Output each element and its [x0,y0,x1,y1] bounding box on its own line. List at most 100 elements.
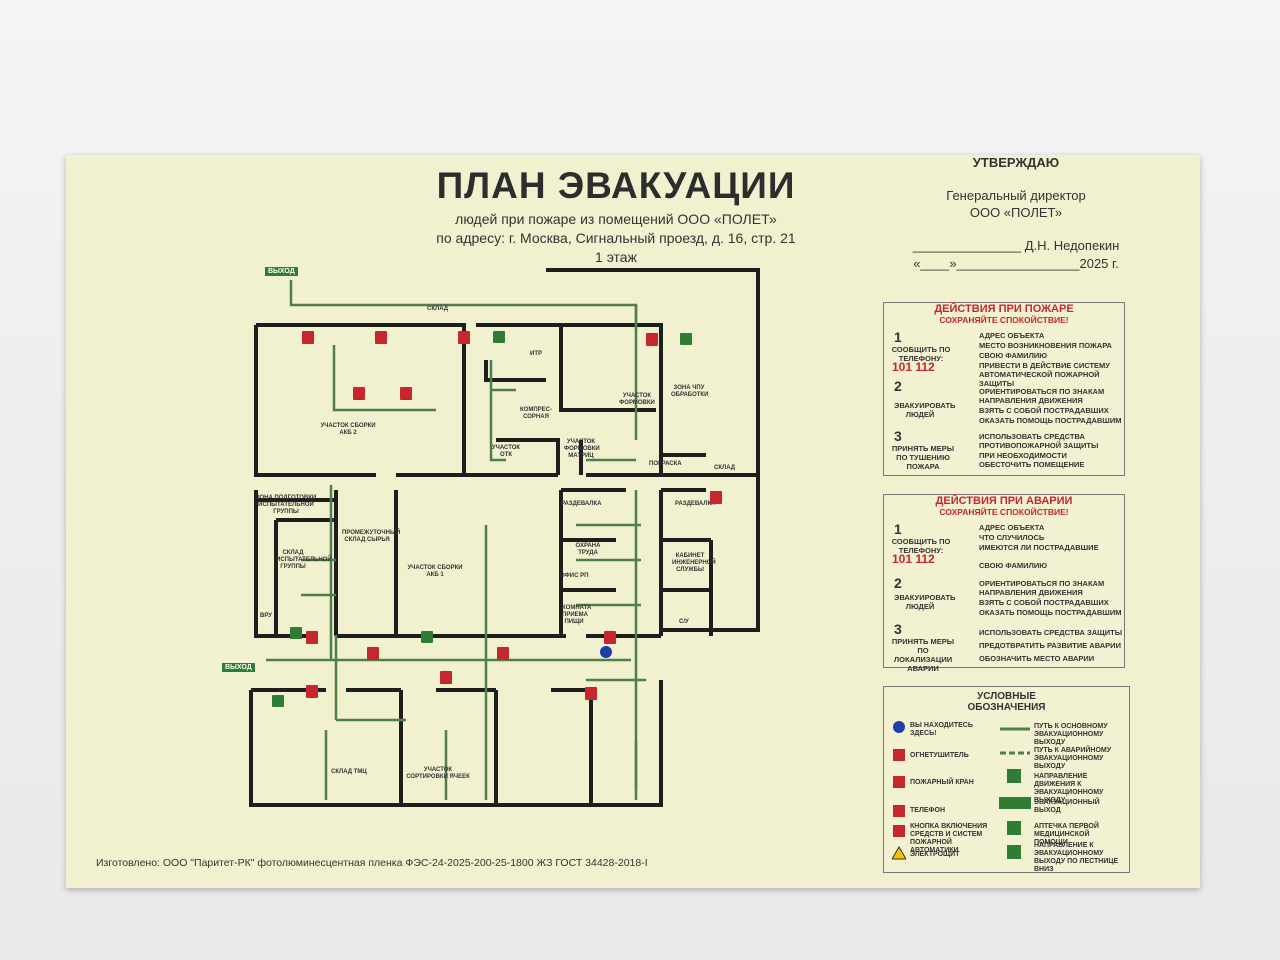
plan-floor: 1 этаж [595,249,637,265]
accident-step-3-item-2: ПРЕДОТВРАТИТЬ РАЗВИТИЕ АВАРИИ [979,641,1121,650]
fire-hose-icon [375,331,387,344]
room-ofis-rp: ОФИС РП [560,573,589,579]
accident-step-1-item-2: ЧТО СЛУЧИЛОСЬ [979,533,1045,542]
approval-position: Генеральный директор [946,188,1086,203]
accident-step-1-item-1: АДРЕС ОБЪЕКТА [979,523,1045,532]
room-sklad-right: СКЛАД [714,465,736,471]
legend-main-route: ПУТЬ К ОСНОВНОМУ ЭВАКУАЦИОННОМУ ВЫХОДУ [1034,723,1108,746]
room-zona-chpu: ЗОНА ЧПУ ОБРАБОТКИ [671,385,709,398]
fire-hose-icon [458,331,470,344]
fire-step-1-phones: 101 112 [892,360,935,374]
room-zona-podg: ЗОНА ПОДГОТОВКИ ИСПЫТАТЕЛЬНОЙ ГРУППЫ [255,495,317,515]
fire-step-2-label: ЭВАКУИРОВАТЬ ЛЮДЕЙ [894,401,956,419]
accident-step-2-item-3: ОКАЗАТЬ ПОМОЩЬ ПОСТРАДАВШИМ [979,608,1122,617]
exit-sign-left: ВЫХОД [222,663,255,672]
evacuation-plan-sheet: ПЛАН ЭВАКУАЦИИ людей при пожаре из помещ… [66,155,1200,888]
fire-alarm-button-icon [646,333,658,346]
room-uch-sborki1: УЧАСТОК СБОРКИ АКБ 1 [407,565,463,578]
room-uch-form-matr: УЧАСТОК ФОРМОВКИ МАТРИЦ [564,439,600,459]
fire-step-2-item-1: ОРИЕНТИРОВАТЬСЯ ПО ЗНАКАМ НАПРАВЛЕНИЯ ДВ… [979,387,1105,405]
room-sklad-isp: СКЛАД ИСПЫТАТЕЛЬНОЙ ГРУППЫ [276,550,332,570]
accident-step-1-phones: 101 112 [892,552,935,566]
first-aid-icon [421,631,433,643]
first-aid-icon [290,627,302,639]
approval-company: ООО «ПОЛЕТ» [969,205,1063,220]
plan-title: ПЛАН ЭВАКУАЦИИ [436,165,796,206]
room-sklad-top: СКЛАД [427,306,449,312]
accident-step-1-num: 1 [894,521,902,537]
accident-step-1-label: СООБЩИТЬ ПО ТЕЛЕФОНУ: [891,537,951,555]
fire-hose-icon [497,647,509,660]
room-razdevalka-2: РАЗДЕВАЛКА [675,501,716,507]
room-sklad-tmc: СКЛАД ТМЦ [331,769,367,775]
accident-step-1-item-3: ИМЕЮТСЯ ЛИ ПОСТРАДАВШИЕ [979,543,1099,552]
fire-step-1-num: 1 [894,329,902,345]
room-kabinet: КАБИНЕТ ИНЖЕНЕРНОЙ СЛУЖБЫ [672,553,716,573]
accident-step-2-item-1: ОРИЕНТИРОВАТЬСЯ ПО ЗНАКАМ НАПРАВЛЕНИЯ ДВ… [979,579,1105,597]
accident-step-2-label: ЭВАКУИРОВАТЬ ЛЮДЕЙ [894,593,956,611]
fire-step-3-label: ПРИНЯТЬ МЕРЫ ПО ТУШЕНИЮ ПОЖАРА [891,444,955,471]
room-vru: ВРУ [260,613,272,619]
floor-plan [249,268,760,807]
approval-title: УТВЕРЖДАЮ [972,155,1060,170]
room-prom-sklad: ПРОМЕЖУТОЧНЫЙ СКЛАД СЫРЬЯ [342,530,401,543]
fire-actions-panel: ДЕЙСТВИЯ ПРИ ПОЖАРЕ СОХРАНЯЙТЕ СПОКОЙСТВ… [883,302,1125,476]
fire-alarm-button-icon [306,631,318,644]
room-itr: ИТР [530,351,542,357]
plan-subtitle-2: по адресу: г. Москва, Сигнальный проезд,… [436,230,796,246]
fire-step-1-item-3: СВОЮ ФАМИЛИЮ [979,351,1047,360]
fire-hose-icon [367,647,379,660]
fire-extinguisher-icon [400,387,412,400]
fire-actions-subtitle: СОХРАНЯЙТЕ СПОКОЙСТВИЕ! [939,315,1069,325]
approval-date: «____»_________________2025 г. [913,256,1119,271]
fire-step-2-item-2: ВЗЯТЬ С СОБОЙ ПОСТРАДАВШИХ [979,406,1109,415]
plan-subtitle-1: людей при пожаре из помещений ООО «ПОЛЕТ… [455,211,777,227]
room-uch-formovki: УЧАСТОК ФОРМОВКИ [619,393,655,406]
room-ohrana: ОХРАНА ТРУДА [575,543,601,556]
fire-extinguisher-icon [585,687,597,700]
legend-electrical-panel: ЭЛЕКТРОЩИТ [910,851,960,858]
room-komnata: КОМНАТА ПРИЕМА ПИЩИ [562,605,592,625]
legend-direction: НАПРАВЛЕНИЕ ДВИЖЕНИЯ К ЭВАКУАЦИОННОМУ ВЫ… [1034,773,1104,804]
legend-alarm-button: КНОПКА ВКЛЮЧЕНИЯ СРЕДСТВ И СИСТЕМ ПОЖАРН… [910,823,988,854]
accident-actions-panel: ДЕЙСТВИЯ ПРИ АВАРИИ СОХРАНЯЙТЕ СПОКОЙСТВ… [883,494,1125,673]
fire-extinguisher-icon [353,387,365,400]
room-uch-sort: УЧАСТОК СОРТИРОВКИ ЯЧЕЕК [406,767,470,780]
accident-step-2-item-2: ВЗЯТЬ С СОБОЙ ПОСТРАДАВШИХ [979,598,1109,607]
accident-step-3-num: 3 [894,621,902,637]
accident-step-3-item-3: ОБОЗНАЧИТЬ МЕСТО АВАРИИ [979,654,1095,663]
legend-emergency-route: ПУТЬ К АВАРИЙНОМУ ЭВАКУАЦИОННОМУ ВЫХОДУ [1034,747,1112,770]
room-su: С/У [679,619,689,625]
fire-step-1-item-4: ПРИВЕСТИ В ДЕЙСТВИЕ СИСТЕМУ АВТОМАТИЧЕСК… [979,361,1110,388]
exit-sign-top: ВЫХОД [265,267,298,276]
legend-you-are-here: ВЫ НАХОДИТЕСЬ ЗДЕСЬ! [910,722,973,737]
legend-stairs-down: НАПРАВЛЕНИЕ К ЭВАКУАЦИОННОМУ ВЫХОДУ ПО Л… [1034,842,1119,873]
accident-actions-title: ДЕЙСТВИЯ ПРИ АВАРИИ [935,495,1073,507]
room-uch-sborki2: УЧАСТОК СБОРКИ АКБ 2 [320,423,376,436]
legend-left-icons [892,721,906,860]
legend-first-aid: АПТЕЧКА ПЕРВОЙ МЕДИЦИНСКОЙ ПОМОЩИ [1034,823,1099,846]
fire-extinguisher-icon [710,491,722,504]
fire-step-3-item-2: ПРИ НЕОБХОДИМОСТИ ОБЕСТОЧИТЬ ПОМЕЩЕНИЕ [979,451,1085,469]
fire-hose-icon [302,331,314,344]
fire-step-1-item-2: МЕСТО ВОЗНИКНОВЕНИЯ ПОЖАРА [979,341,1112,350]
legend-extinguisher: ОГНЕТУШИТЕЛЬ [910,752,969,759]
first-aid-icon [493,331,505,343]
legend-exit: ЭВАКУАЦИОННЫЙ ВЫХОД [1034,799,1100,814]
approval-signature: _______________ Д.Н. Недопекин [912,238,1120,253]
fire-step-3-item-1: ИСПОЛЬЗОВАТЬ СРЕДСТВА ПРОТИВОПОЖАРНОЙ ЗА… [979,432,1099,450]
accident-step-1-item-4: СВОЮ ФАМИЛИЮ [979,561,1047,570]
accident-step-3-item-1: ИСПОЛЬЗОВАТЬ СРЕДСТВА ЗАЩИТЫ [979,628,1123,637]
accident-actions-subtitle: СОХРАНЯЙТЕ СПОКОЙСТВИЕ! [939,507,1069,517]
legend-title: УСЛОВНЫЕ ОБОЗНАЧЕНИЯ [967,691,1046,713]
fire-hose-icon [440,671,452,684]
footer-manufacturer: Изготовлено: ООО "Паритет-РК" фотолюмине… [96,857,648,869]
fire-step-2-item-3: ОКАЗАТЬ ПОМОЩЬ ПОСТРАДАВШИМ [979,416,1122,425]
room-razdevalka-1: РАЗДЕВАЛКА [561,501,602,507]
legend-fire-hose: ПОЖАРНЫЙ КРАН [910,779,974,786]
first-aid-icon [680,333,692,345]
accident-step-2-num: 2 [894,575,902,591]
fire-alarm-button-icon [604,631,616,644]
legend-phone: ТЕЛЕФОН [910,807,945,814]
fire-step-2-num: 2 [894,378,902,394]
